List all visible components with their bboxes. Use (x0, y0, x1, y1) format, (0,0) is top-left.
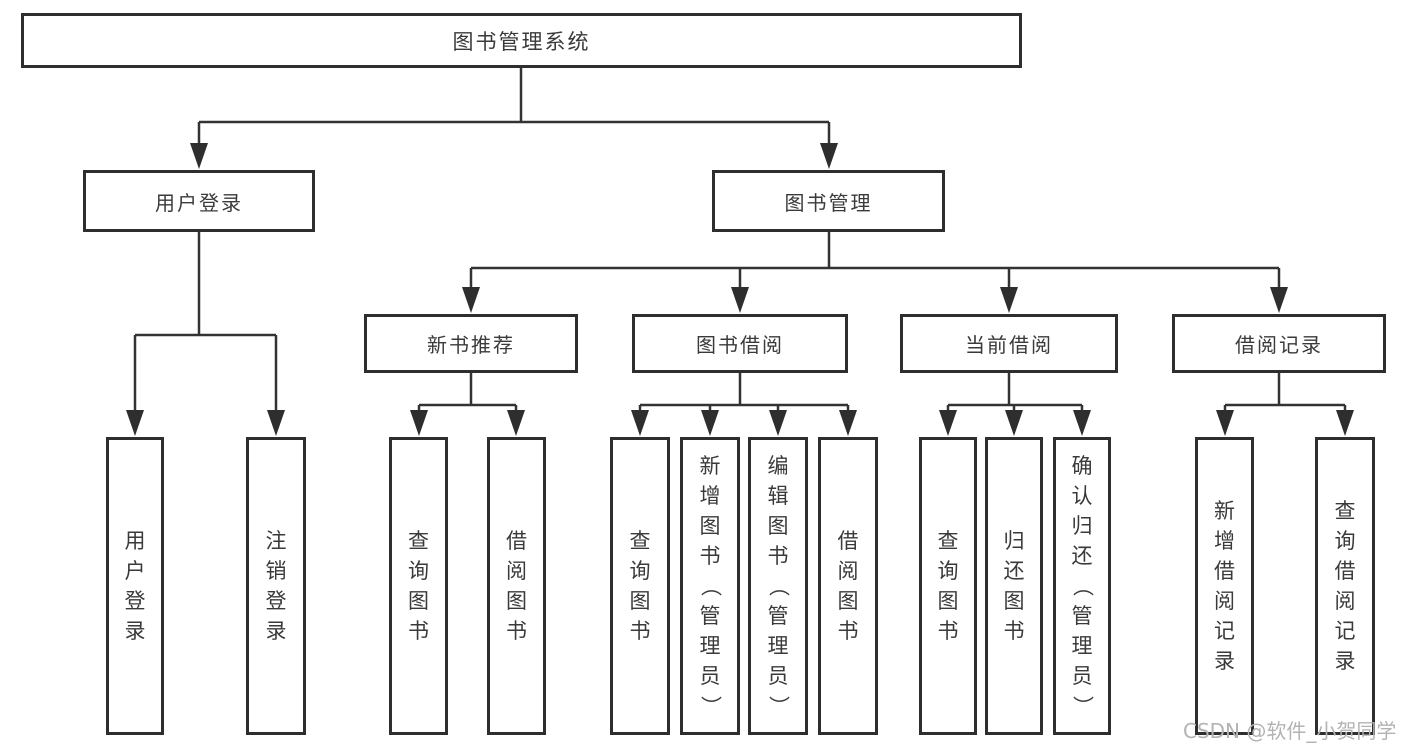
node-leaf-query-borrow-record: 查询借阅记录 (1315, 437, 1375, 735)
node-leaf-borrow-books: 借阅图书 (818, 437, 878, 735)
node-label: 注销登录 (265, 529, 287, 643)
node-label: 图书借阅 (696, 333, 784, 357)
node-label: 借阅图书 (506, 529, 527, 643)
node-leaf-add-borrow-record: 新增借阅记录 (1195, 437, 1254, 735)
node-leaf-borrow-books: 借阅图书 (487, 437, 546, 735)
node-label: 新增图书（管理员） (698, 454, 722, 717)
node-label: 确认归还（管理员） (1070, 454, 1094, 717)
node-leaf-add-books-admin: 新增图书（管理员） (680, 437, 740, 735)
node-leaf-edit-books-admin: 编辑图书（管理员） (748, 437, 808, 735)
csdn-watermark: CSDN @软件_小贺同学 (1183, 719, 1397, 743)
node-leaf-query-books: 查询图书 (610, 437, 670, 735)
node-label: 借阅记录 (1235, 333, 1323, 357)
node-label: 查询图书 (629, 529, 651, 643)
node-label: 图书管理 (784, 190, 873, 215)
node-label: 借阅图书 (837, 529, 859, 643)
node-book-borrowing: 图书借阅 (632, 314, 848, 373)
node-new-book-recommend: 新书推荐 (364, 314, 578, 373)
arrowheads (126, 143, 1354, 436)
node-label: 查询图书 (937, 529, 959, 643)
node-label: 编辑图书（管理员） (766, 454, 790, 717)
node-label: 当前借阅 (965, 333, 1053, 357)
node-label: 查询图书 (408, 529, 429, 643)
node-label: 图书管理系统 (452, 29, 591, 54)
node-label: 新书推荐 (427, 333, 515, 357)
node-leaf-confirm-return-admin: 确认归还（管理员） (1053, 437, 1111, 735)
node-borrowing-records: 借阅记录 (1172, 314, 1386, 373)
node-label: 归还图书 (1003, 529, 1025, 643)
node-user-login: 用户登录 (83, 170, 315, 232)
node-leaf-return-books: 归还图书 (985, 437, 1043, 735)
node-label: 用户登录 (155, 190, 243, 215)
node-label: 新增借阅记录 (1214, 499, 1235, 673)
node-current-borrowing: 当前借阅 (900, 314, 1118, 373)
node-leaf-user-login: 用户登录 (106, 437, 164, 735)
node-book-management: 图书管理 (712, 170, 945, 232)
node-library-management-system: 图书管理系统 (21, 13, 1022, 68)
node-leaf-logout: 注销登录 (246, 437, 306, 735)
node-label: 查询借阅记录 (1334, 499, 1356, 673)
node-label: 用户登录 (124, 529, 146, 643)
node-leaf-query-books: 查询图书 (919, 437, 977, 735)
node-leaf-query-books: 查询图书 (389, 437, 448, 735)
